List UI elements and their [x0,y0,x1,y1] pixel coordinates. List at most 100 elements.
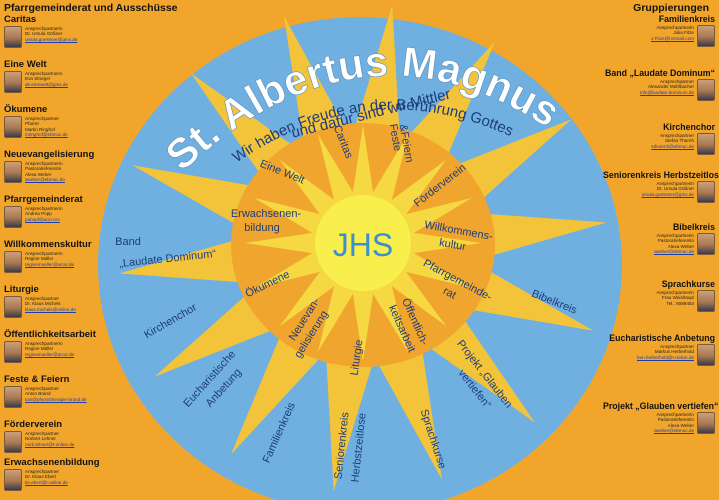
label-willkommens-2: kultur [438,237,467,254]
entry-title: Neuevangelisierung [4,149,95,160]
contact-role: Ansprechpartner [660,133,694,138]
contact-name: Pastoralreferentin [25,166,62,172]
left-column-heading: Pfarrgemeinderat und Ausschüsse [4,2,178,14]
contact-email-link[interactable]: toni@physiotherapie-brand.de [25,396,87,402]
contact-email-link[interactable]: ursula.goessner@gmx.de [25,36,78,42]
entry-title: Pfarrgemeinderat [4,194,83,205]
contact-email-link[interactable]: aweber@ebmuc.de [25,177,65,183]
contact-role: Ansprechpartnerin [656,412,694,417]
contact-role: Ansprechpartnerin [656,181,694,186]
entry-title: Band „Laudate Dominum“ [605,68,715,78]
contact-email-link[interactable]: info@laudate-dominum.de [640,89,694,95]
contact-email-link[interactable]: reginemueller@arcor.de [25,351,75,357]
contact-email-link[interactable]: sthuernh@ebmuc.de [651,143,694,149]
contact-name2: Alexa Weber [25,171,52,177]
contact-email-link[interactable]: norb.lehner@t-online.de [25,441,75,447]
contact-name: Stefan Thürnh [664,138,694,144]
contact-photo [4,206,22,228]
contact-email-link[interactable]: ursula.goessner@gmx.de [641,191,694,197]
entry-title: Liturgie [4,284,39,295]
contact-email-link[interactable]: reginemueller@arcor.de [25,261,75,267]
contact-email-link[interactable]: ak-einewelt@gmx.de [25,81,68,87]
entry-title: Feste & Feiern [4,374,70,385]
contact-photo [4,251,22,273]
entry-title: Bibelkreis [672,222,715,232]
contact-role: Ansprechpartnerin [25,161,63,166]
contact-photo [4,71,22,93]
entry-title: Förderverein [4,419,63,430]
contact-name: Andrea Popp [25,211,52,217]
contact-name: Anton Brand [25,391,51,397]
contact-email-link[interactable]: pabopf@aol.com [25,216,60,222]
entry-title: Familienkreis [658,14,715,24]
contact-photo [4,431,22,453]
contact-role: Ansprechpartner [25,386,59,391]
label-erwachsenen-1: Erwachsenen- [231,208,302,220]
right-column-heading: Gruppierungen [633,2,709,14]
contact-photo [4,296,22,318]
contact-email-link[interactable]: mringhof@ebmuc.de [25,132,68,138]
contact-name2: Alexa Weber [667,422,694,428]
contact-photo [4,26,22,48]
contact-photo [697,25,715,47]
contact-name: Alexander Mühlbacher [648,84,694,90]
contact-role: Ansprechpartner [25,296,59,301]
contact-name: Pastoralreferentin [657,238,694,244]
contact-email-link[interactable]: aweber@ebmuc.de [654,428,694,434]
entry-title: Ökumene [4,104,48,115]
contact-role: Ansprechpartner [25,469,59,474]
contact-photo [697,290,715,312]
contact-email-link[interactable]: J.Fitze@hotmail.com [651,35,694,41]
label-band-1: Band [115,236,141,248]
contact-photo [697,412,715,434]
contact-role: Ansprechpartnerin [25,206,63,211]
contact-email-link[interactable]: klaus.michels@online.de [25,306,76,312]
contact-role: Ansprechpartner [660,79,694,84]
entry-title: Caritas [4,14,37,25]
contact-name: Julia Fitze [673,30,694,36]
contact-photo [697,181,715,203]
entry-title: Kirchenchor [663,122,715,132]
right-column-entry: Projekt „Glauben vertiefen“Ansprechpartn… [603,401,718,434]
contact-email-link[interactable]: fam.herberhold@t-online.de [636,354,694,360]
entry-title: Eine Welt [4,59,47,70]
contact-email-link[interactable]: ke.ebert@t-online.de [25,479,68,485]
contact-email-link[interactable]: aweber@ebmuc.de [654,249,694,255]
contact-name: Pastoralreferentin [657,417,694,423]
